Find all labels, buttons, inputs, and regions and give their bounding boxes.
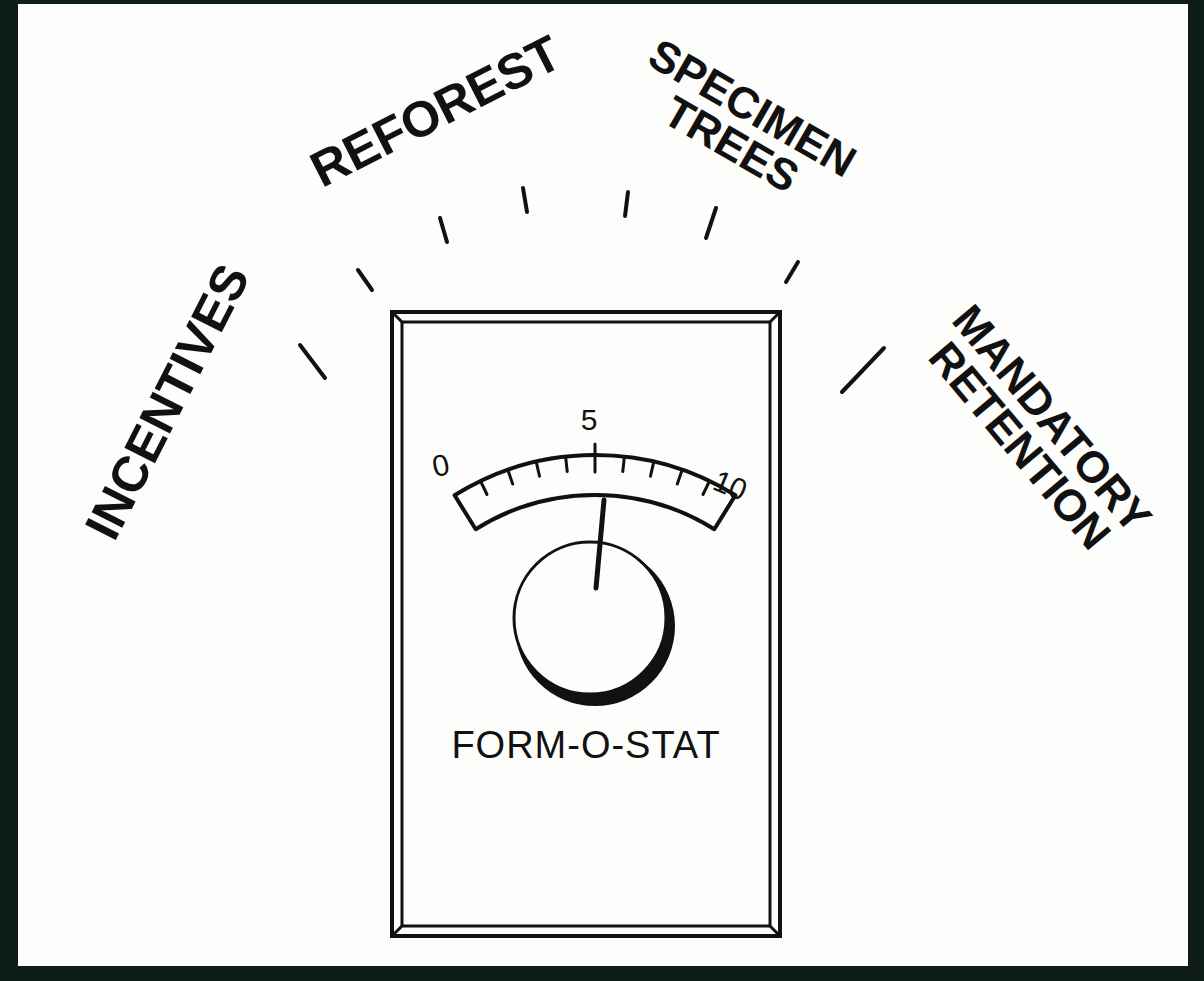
scale-tick <box>703 481 710 495</box>
scale-number: 0 <box>418 448 463 484</box>
frame-corners <box>392 312 780 936</box>
paper <box>18 4 1188 966</box>
scale-number: 5 <box>569 406 609 435</box>
scale-tick <box>651 462 654 477</box>
scale-number: 10 <box>701 463 758 508</box>
tick-mark <box>786 262 798 282</box>
outer-ticks <box>300 188 884 392</box>
setting-label: INCENTIVES <box>52 204 285 600</box>
scale-tick <box>566 457 568 472</box>
scale-tick <box>677 470 682 484</box>
tick-mark <box>523 188 527 212</box>
scale-tick <box>623 457 625 472</box>
tick-mark <box>706 208 716 238</box>
device-name: FORM-O-STAT <box>394 724 778 767</box>
setting-label: REFOREST <box>283 18 590 206</box>
tick-mark <box>625 192 628 216</box>
scale-tick <box>536 462 539 477</box>
pointer <box>596 500 604 588</box>
scale-tick <box>508 470 513 484</box>
knob <box>514 542 666 694</box>
tick-mark <box>300 345 325 378</box>
setting-label: MANDATORY RETENTION <box>898 279 1174 586</box>
device-box: FORM-O-STAT <box>390 310 782 938</box>
tick-mark <box>440 218 447 242</box>
scale-tick <box>481 481 488 495</box>
scale-tick <box>455 495 468 516</box>
inner-frame <box>402 322 770 926</box>
tick-mark <box>842 348 884 392</box>
setting-label: SPECIMEN TREES <box>596 17 889 234</box>
tick-mark <box>358 270 372 290</box>
scale-ticks <box>455 444 736 517</box>
scale-tick <box>594 444 597 472</box>
